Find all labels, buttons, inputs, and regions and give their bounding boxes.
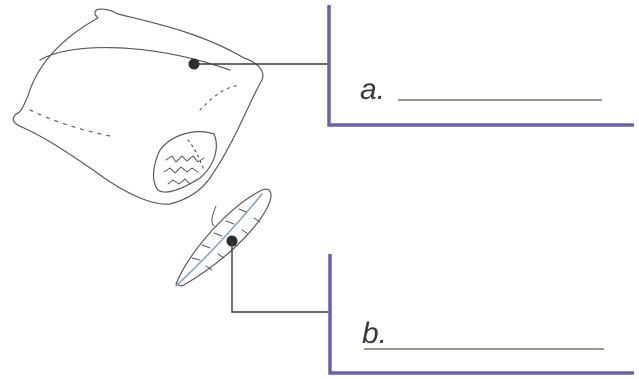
answer-bracket-b	[328, 254, 634, 375]
answer-label-b: b.	[362, 317, 387, 350]
answer-label-a: a.	[360, 73, 385, 106]
leader-b	[226, 235, 330, 313]
feather-icon	[175, 188, 272, 287]
answer-bracket-a	[327, 5, 634, 127]
pillow-icon	[12, 8, 264, 205]
leader-a	[188, 58, 329, 70]
